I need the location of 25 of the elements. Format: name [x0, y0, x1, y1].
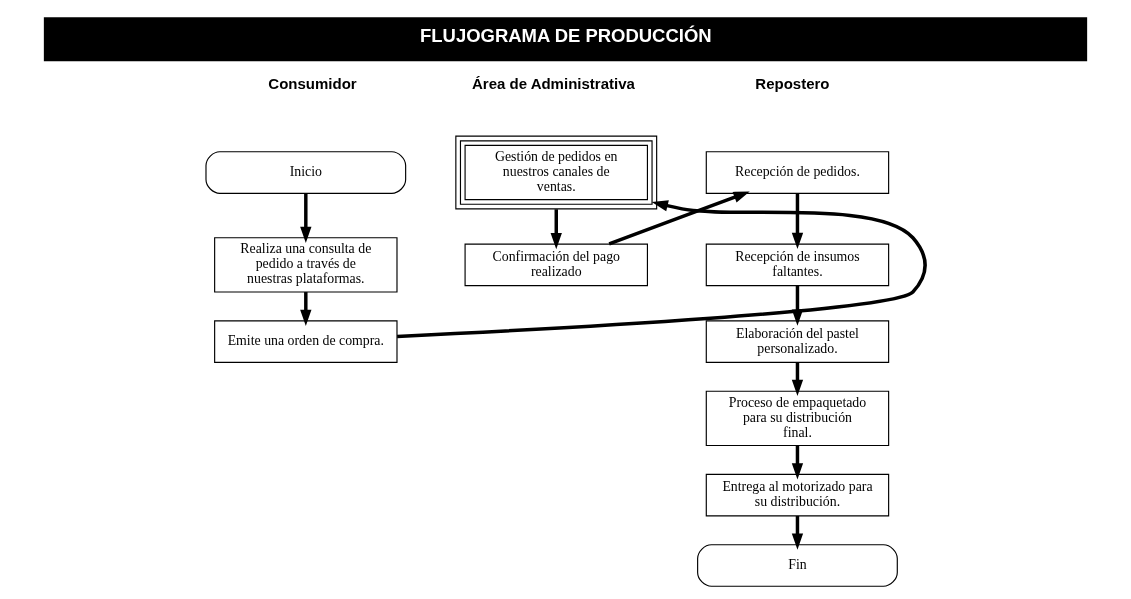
- node-box: Proceso de empaquetado para su distribución final.: [705, 390, 890, 447]
- node-box: Recepción de insumos faltantes.: [705, 243, 890, 287]
- arrow: [608, 191, 750, 246]
- arrow: [791, 445, 804, 480]
- node-box: Elaboración del pastel personalizado.: [705, 320, 890, 363]
- arrow: [791, 285, 804, 326]
- arrow: [300, 292, 312, 326]
- node-box: Recepción de pedidos.: [705, 151, 890, 194]
- arrow: [300, 193, 312, 243]
- arrow: [791, 193, 804, 250]
- arrow: [791, 362, 804, 396]
- arrow: [550, 209, 562, 250]
- label: Repostero: [755, 75, 830, 93]
- node-box: Fin: [697, 544, 898, 587]
- node-box: Emite una orden de compra.: [214, 320, 398, 363]
- label: Área de Administrativa: [472, 75, 635, 93]
- arrow: [397, 200, 927, 339]
- arrow: [791, 515, 804, 550]
- node-box: Confirmación del pago realizado: [464, 243, 648, 287]
- node-box: Entrega al motorizado para su distribución.: [705, 473, 890, 517]
- node-box: Inicio: [205, 151, 407, 194]
- node-box: Realiza una consulta de pedido a través de nuestras plataformas.: [214, 237, 398, 293]
- node-box: Gestión de pedidos en nuestros canales de ventas.: [455, 135, 658, 210]
- label: Consumidor: [268, 75, 357, 93]
- diagram-title: FLUJOGRAMA DE PRODUCCIÓN: [420, 25, 712, 47]
